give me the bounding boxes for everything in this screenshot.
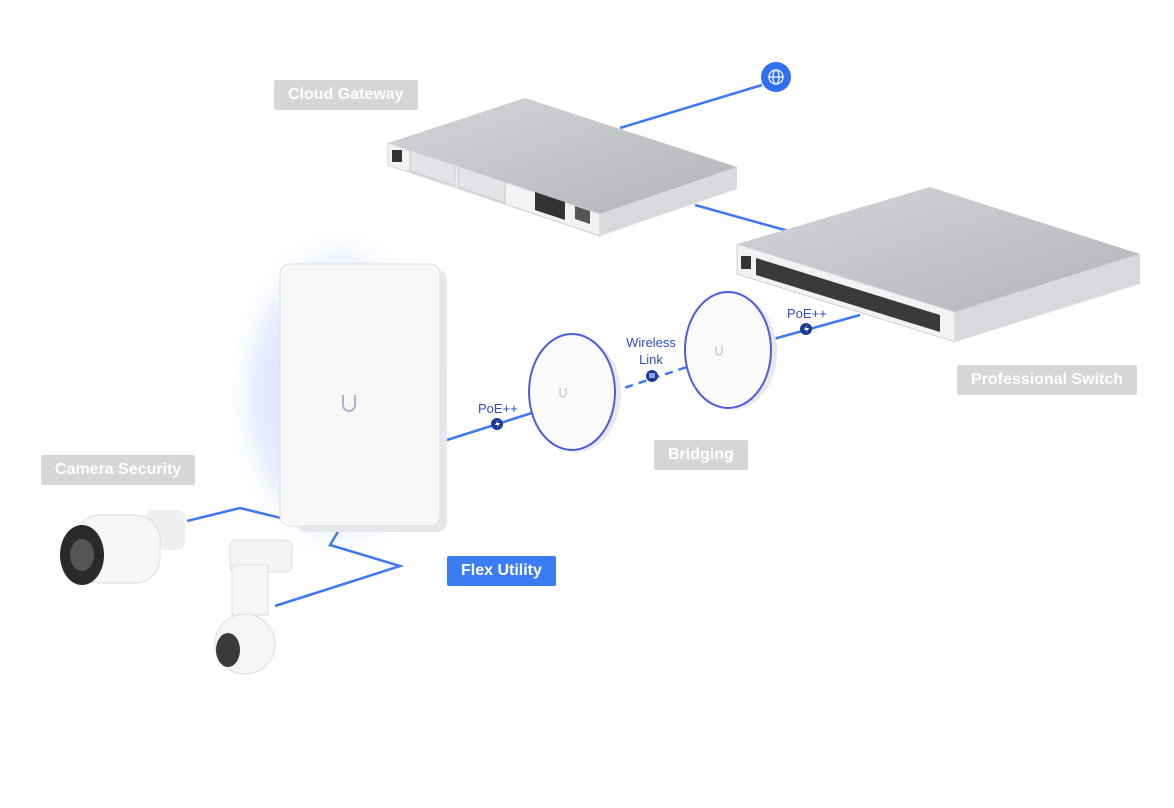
- poe-right-label: PoE++: [787, 306, 827, 321]
- cloud-gateway-label[interactable]: Cloud Gateway: [274, 80, 418, 110]
- cable-ptz-camera: [274, 519, 405, 608]
- wireless-label-line2: Link: [639, 352, 663, 367]
- wireless-label-line1: Wireless: [626, 335, 676, 350]
- cable-flex-bridge: [446, 410, 536, 442]
- globe-icon: [761, 62, 791, 92]
- wireless-icon: [646, 370, 658, 382]
- camera-security-label[interactable]: Camera Security: [41, 455, 196, 485]
- cable-gateway-switch: [694, 203, 793, 234]
- flex-utility-device[interactable]: [279, 263, 447, 532]
- bullet-camera[interactable]: [60, 510, 185, 585]
- ubiquiti-logo-icon: [342, 395, 356, 412]
- power-bolt-icon: [800, 323, 812, 335]
- power-bolt-icon: [491, 418, 503, 430]
- bridge-ap-left[interactable]: [528, 333, 621, 452]
- bridge-ap-right[interactable]: [684, 291, 777, 410]
- cable-internet: [619, 83, 763, 130]
- professional-switch-device[interactable]: [736, 187, 1140, 343]
- ptz-camera[interactable]: [214, 539, 293, 675]
- cable-switch-bridge: [769, 313, 861, 342]
- bridging-label[interactable]: Bridging: [654, 440, 748, 470]
- cloud-gateway-device[interactable]: [387, 98, 737, 237]
- professional-switch-label[interactable]: Professional Switch: [957, 365, 1138, 395]
- flex-utility-label[interactable]: Flex Utility: [447, 556, 556, 586]
- poe-left-label: PoE++: [478, 401, 518, 416]
- wireless-link-label: Wireless Link: [620, 334, 682, 368]
